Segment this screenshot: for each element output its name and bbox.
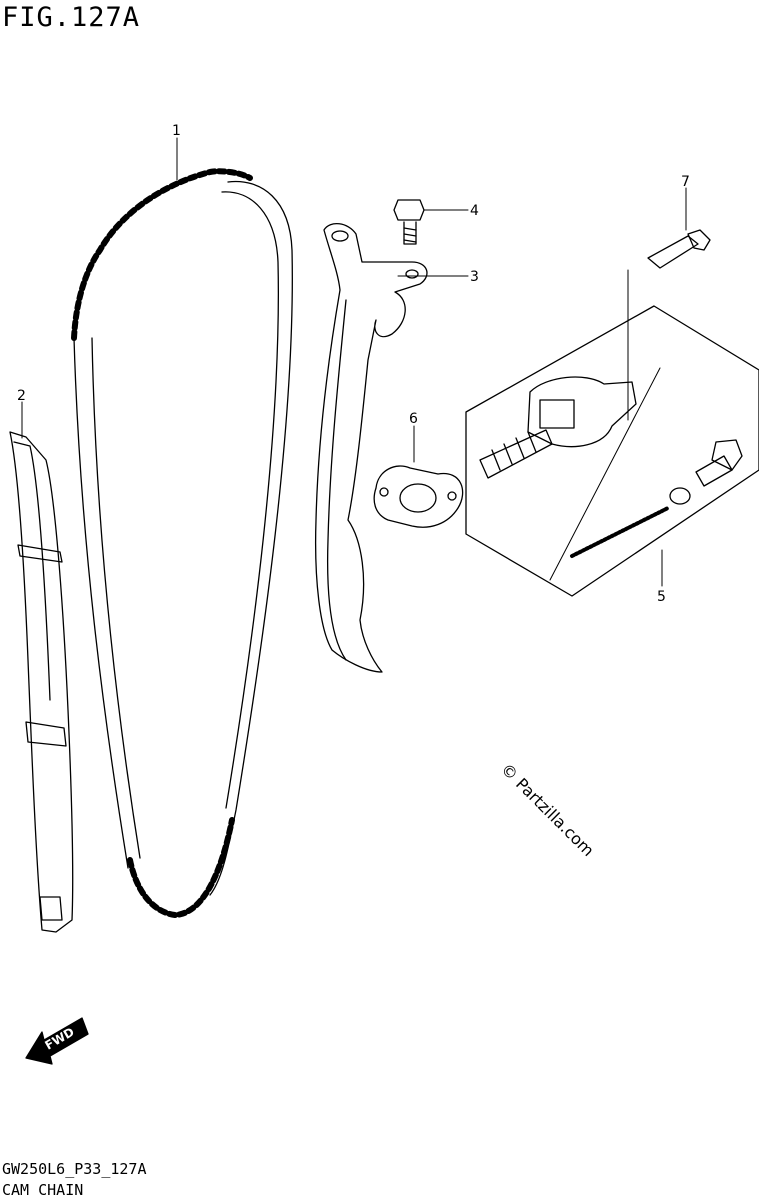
callout-leaders bbox=[21, 137, 687, 587]
callout-5: 5 bbox=[657, 589, 666, 605]
figure-name: CAM CHAIN bbox=[2, 1181, 84, 1199]
tensioner-gasket[interactable] bbox=[373, 465, 464, 528]
partzilla-watermark: © Partzilla.com bbox=[497, 759, 598, 860]
callout-6: 6 bbox=[409, 411, 418, 427]
callout-7: 7 bbox=[681, 174, 690, 190]
cam-chain[interactable] bbox=[71, 168, 293, 918]
chain-tensioner-arm[interactable] bbox=[315, 223, 428, 673]
callout-1: 1 bbox=[172, 123, 181, 139]
guide-bolt[interactable] bbox=[393, 199, 425, 245]
tensioner-bolt[interactable] bbox=[627, 229, 711, 421]
chain-guide-rear[interactable] bbox=[9, 431, 74, 933]
tensioner-adjuster[interactable] bbox=[479, 376, 743, 558]
callout-3: 3 bbox=[470, 269, 479, 285]
callout-2: 2 bbox=[17, 388, 26, 404]
fwd-arrow-icon: FWD bbox=[25, 1017, 89, 1065]
figure-title: FIG.127A bbox=[2, 2, 141, 33]
figure-code: GW250L6_P33_127A bbox=[2, 1160, 147, 1178]
callout-4: 4 bbox=[470, 203, 479, 219]
tensioner-assembly-box bbox=[465, 305, 759, 597]
